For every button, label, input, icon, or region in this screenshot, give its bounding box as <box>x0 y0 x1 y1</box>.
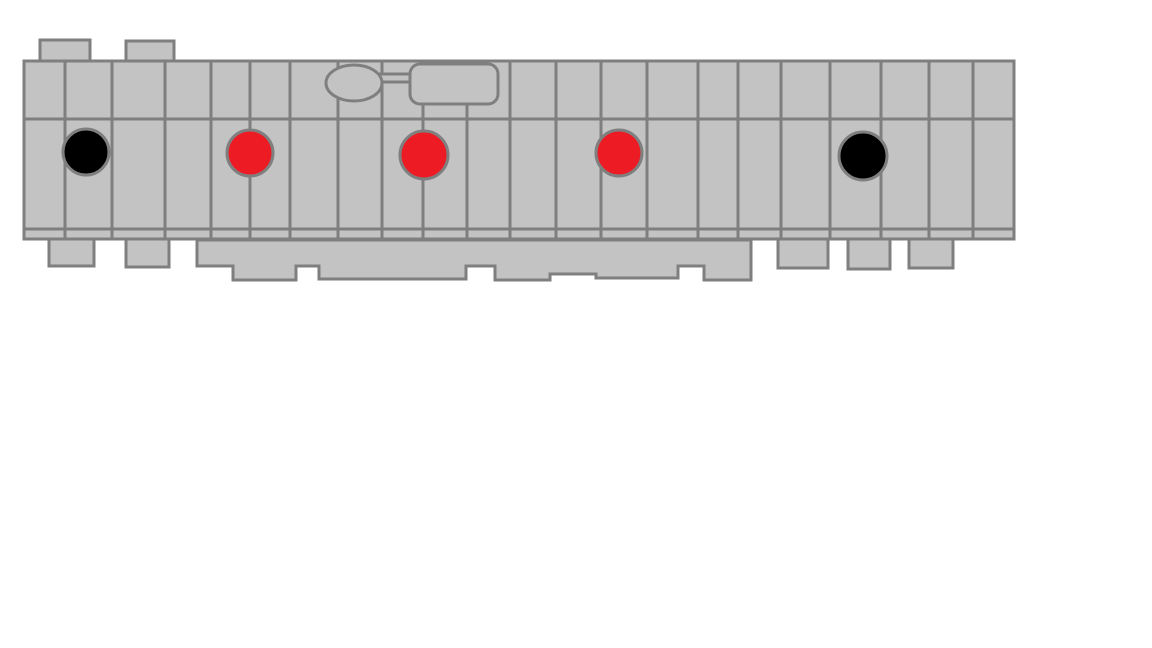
bottom-tab-5 <box>907 236 955 270</box>
marker-red-1 <box>225 128 275 178</box>
bottom-tab-1 <box>47 236 96 268</box>
top-tab-2 <box>124 39 176 64</box>
top-tab-1 <box>38 38 92 64</box>
marker-black-2 <box>837 130 889 182</box>
bottom-base-plate <box>195 238 753 282</box>
marker-red-2 <box>398 129 450 181</box>
connector-capsule <box>408 62 500 106</box>
bottom-tab-4 <box>846 236 892 271</box>
connector-ellipse <box>324 63 384 103</box>
bottom-tab-3 <box>776 236 830 270</box>
bottom-tab-2 <box>124 236 171 269</box>
marker-red-3 <box>594 128 644 178</box>
marker-black-1 <box>61 127 111 177</box>
